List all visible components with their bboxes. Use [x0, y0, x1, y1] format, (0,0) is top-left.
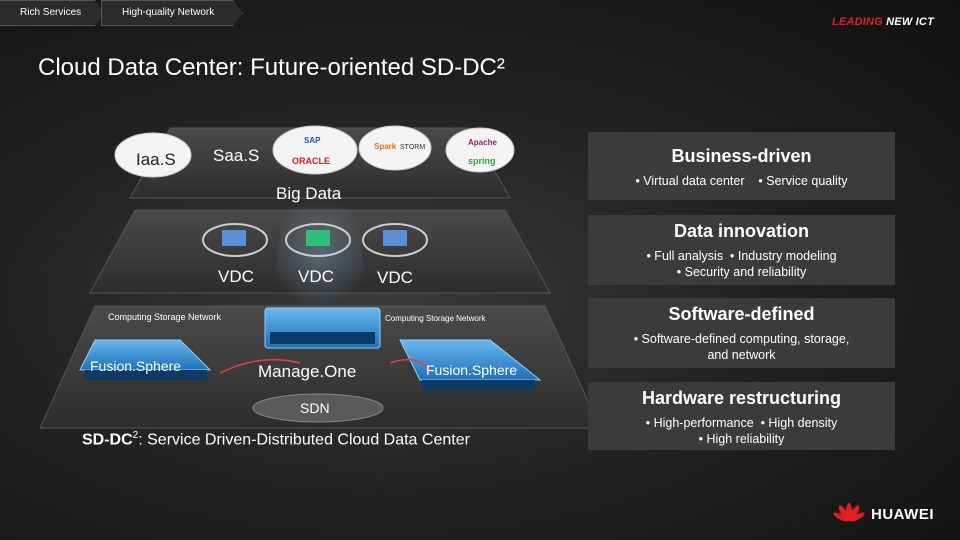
- breadcrumb-high-quality-network[interactable]: High-quality Network: [101, 0, 243, 26]
- panel-hardware-restructuring: Hardware restructuring • High-performanc…: [588, 382, 895, 450]
- huawei-logo: HUAWEI: [833, 502, 934, 526]
- apache-logo: Apache: [468, 138, 497, 147]
- panel-bullets: • Software-defined computing, storage, a…: [588, 331, 895, 363]
- sd-dc-diagram: Iaa.S Saa.S SAP ORACLE Spark STORM Apach…: [40, 118, 600, 468]
- panel-bullets: • Virtual data center • Service quality: [588, 173, 895, 189]
- big-data-label: Big Data: [276, 184, 341, 204]
- oracle-logo: ORACLE: [292, 156, 330, 166]
- panel-title: Data innovation: [588, 215, 895, 242]
- right-fusionsphere-label: Fusion.Sphere: [426, 362, 517, 378]
- panel-data-innovation: Data innovation • Full analysis • Indust…: [588, 215, 895, 285]
- huawei-wordmark: HUAWEI: [871, 506, 934, 523]
- panel-business-driven: Business-driven • Virtual data center • …: [588, 132, 895, 200]
- left-services-label: Computing Storage Network: [108, 312, 221, 322]
- breadcrumb-rich-services[interactable]: Rich Services: [0, 0, 105, 26]
- diagram-caption: SD-DC2: Service Driven-Distributed Cloud…: [82, 430, 470, 449]
- sap-logo: SAP: [304, 136, 320, 145]
- huawei-petals-icon: [833, 502, 865, 526]
- vdc-label-3: VDC: [377, 268, 413, 288]
- panel-software-defined: Software-defined • Software-defined comp…: [588, 298, 895, 368]
- leading-new-ict-tag: LEADING NEW ICT: [832, 16, 934, 28]
- page-title: Cloud Data Center: Future-oriented SD-DC…: [38, 54, 505, 82]
- vdc-label-1: VDC: [218, 267, 254, 287]
- panel-title: Hardware restructuring: [588, 382, 895, 409]
- panel-bullets: • High-performance • High density • High…: [588, 415, 895, 447]
- manageone-label: Manage.One: [258, 362, 356, 382]
- panel-bullets: • Full analysis • Industry modeling • Se…: [588, 248, 895, 280]
- spring-logo: spring: [468, 156, 496, 166]
- saas-label: Saa.S: [213, 146, 259, 166]
- iaas-label: Iaa.S: [136, 150, 176, 170]
- sap-oracle-cloud: [273, 126, 357, 174]
- right-services-label: Computing Storage Network: [385, 314, 486, 323]
- panel-title: Software-defined: [588, 298, 895, 325]
- spark-logo: Spark: [374, 142, 396, 151]
- vdc-label-2: VDC: [298, 267, 334, 287]
- breadcrumb: Rich Services High-quality Network: [0, 0, 243, 24]
- sdn-label: SDN: [300, 400, 330, 416]
- panel-title: Business-driven: [588, 132, 895, 167]
- storm-logo: STORM: [400, 144, 425, 151]
- left-fusionsphere-label: Fusion.Sphere: [90, 358, 181, 374]
